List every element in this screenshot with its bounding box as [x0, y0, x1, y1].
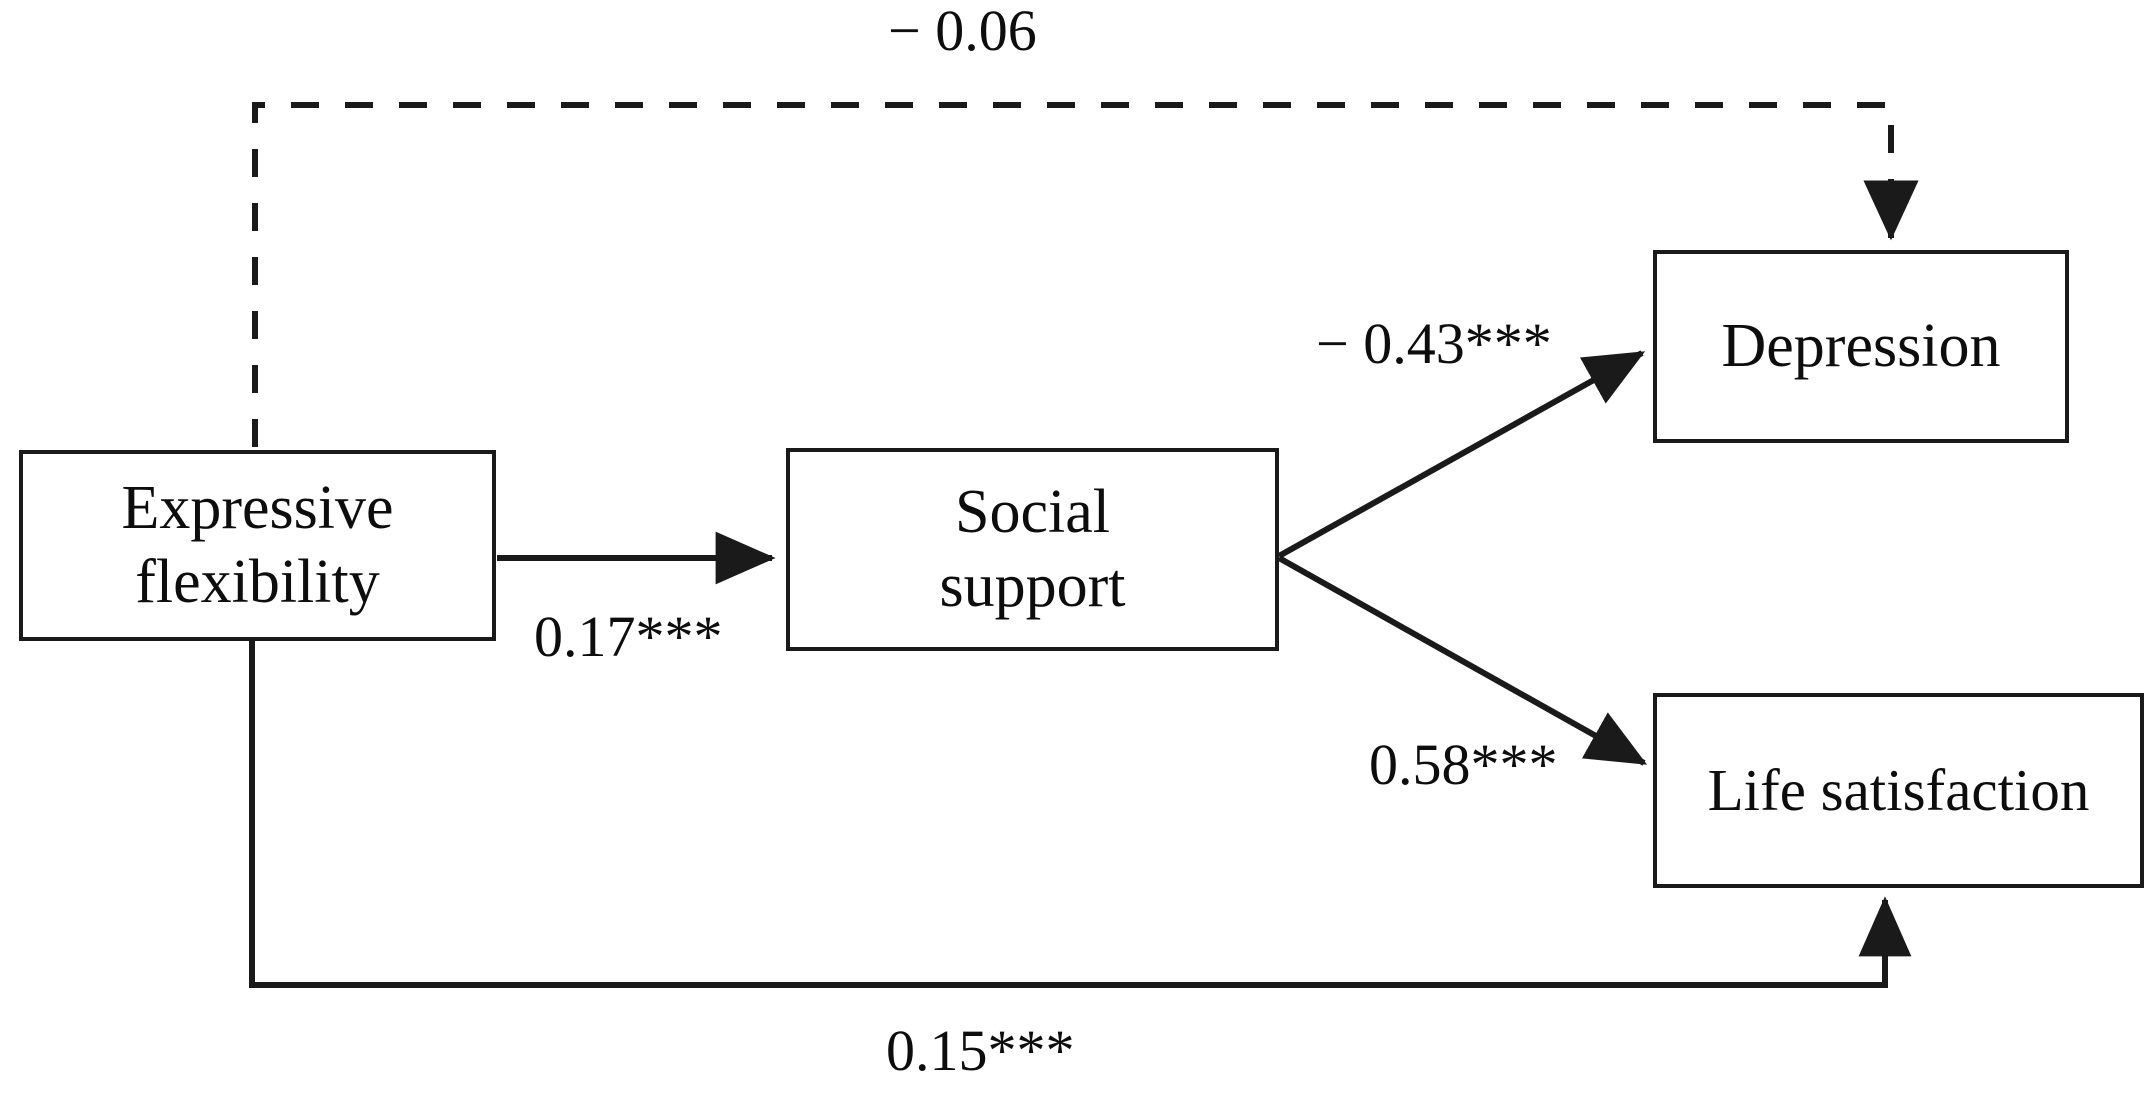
edge-ss-to-life [1277, 555, 1648, 766]
edge-ef-to-depression [252, 102, 1919, 555]
node-depression[interactable]: Depression [1653, 250, 2069, 443]
edge-label-ss-to-life: 0.58*** [1369, 732, 1558, 797]
edge-label-ef-to-depression: − 0.06 [888, 0, 1037, 63]
edge-label-ef-to-ss: 0.17*** [534, 604, 723, 669]
edge-ef-to-life [249, 641, 1912, 988]
edge-label-ss-to-depression: − 0.43*** [1316, 311, 1552, 376]
edge-ss-to-depression [1277, 350, 1646, 559]
node-social-support[interactable]: Social support [786, 448, 1279, 651]
edge-label-ef-to-life: 0.15*** [886, 1018, 1075, 1083]
node-expressive-flexibility[interactable]: Expressive flexibility [19, 450, 496, 641]
node-life-satisfaction[interactable]: Life satisfaction [1653, 693, 2144, 888]
